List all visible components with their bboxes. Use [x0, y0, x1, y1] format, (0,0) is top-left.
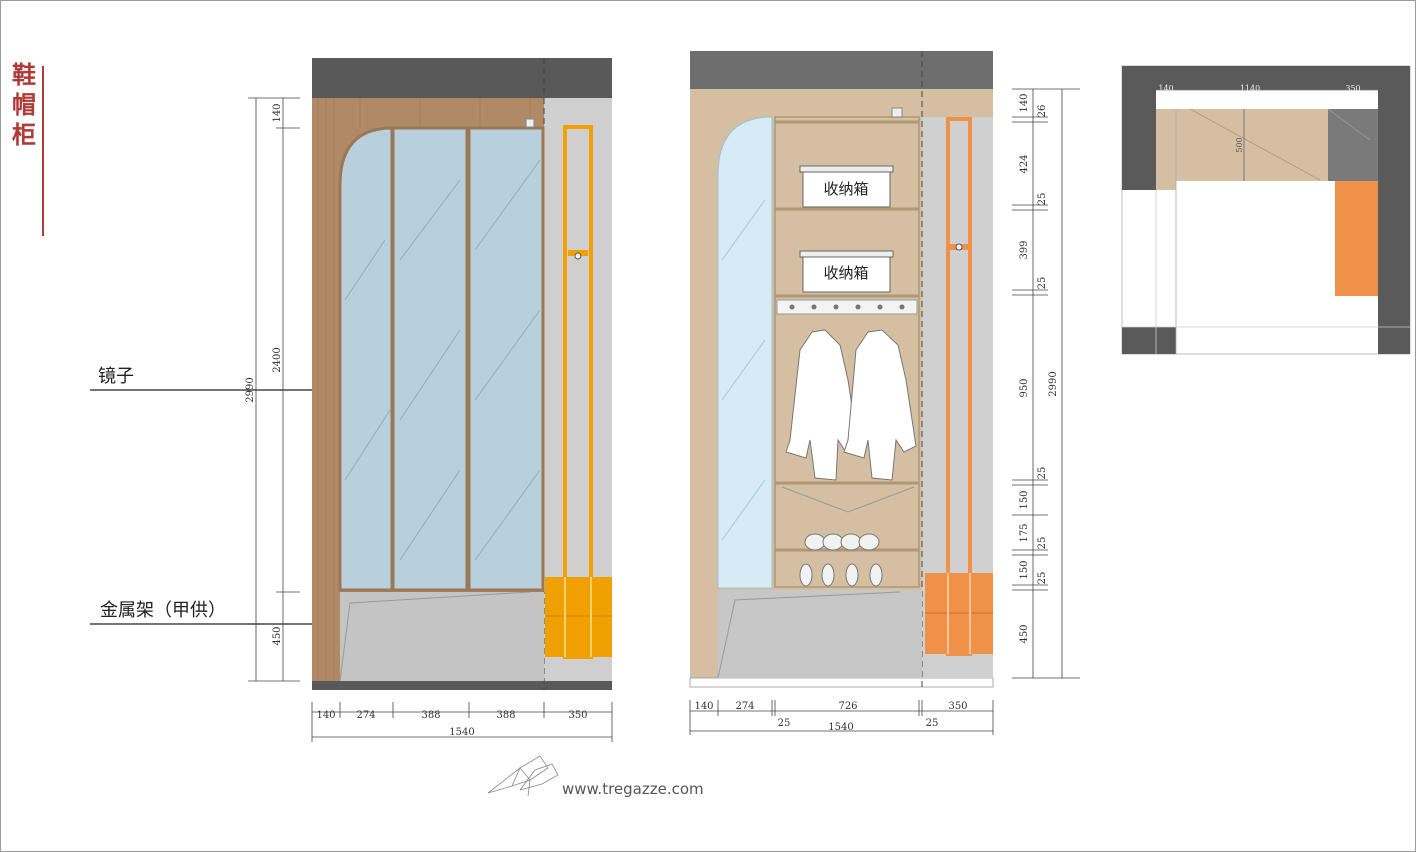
front-dim-350: 350	[568, 710, 587, 721]
section-dim-r-175: 175	[1019, 523, 1030, 542]
front-dim-388-b: 388	[496, 710, 515, 721]
section-dim-r-450: 450	[1019, 624, 1030, 643]
front-dim-140: 140	[316, 710, 335, 721]
front-dim-left-2400: 2400	[272, 347, 283, 372]
section-dim-140: 140	[694, 701, 713, 712]
front-dim-left-140: 140	[272, 103, 283, 122]
storage-box-label-2: 收纳箱	[823, 264, 868, 282]
front-elevation	[312, 58, 612, 690]
drawing-title: 鞋帽柜	[12, 60, 36, 149]
plan-dim-350: 350	[1345, 84, 1360, 93]
section-label-boxes: 收纳箱 收纳箱	[823, 180, 868, 282]
plan-dim-1140: 1140	[1240, 84, 1260, 93]
section-dim-r-950: 950	[1019, 378, 1030, 397]
watermark-url: www.tregazze.com	[562, 780, 704, 798]
section-dim-274: 274	[735, 701, 754, 712]
section-dim-r-424: 424	[1019, 154, 1030, 173]
section-dim-25-a: 25	[778, 718, 791, 729]
mirror-callout: 镜子	[98, 366, 134, 387]
section-dim-r-25-d: 25	[1037, 537, 1048, 550]
section-dim-350: 350	[948, 701, 967, 712]
front-dim-total: 1540	[449, 727, 474, 738]
front-dim-left-total: 2990	[245, 377, 256, 402]
section-dim-25-b: 25	[926, 718, 939, 729]
plan-view	[1121, 65, 1411, 355]
front-dim-274: 274	[356, 710, 375, 721]
section-dim-total: 1540	[828, 722, 853, 733]
section-dim-r-399: 399	[1019, 240, 1030, 259]
plan-dim-500: 500	[1235, 137, 1244, 152]
section-dim-r-total: 2990	[1048, 371, 1059, 396]
section-dim-r-25-b: 25	[1037, 277, 1048, 290]
front-dimensions	[248, 97, 613, 742]
bird-logo-icon	[487, 755, 559, 797]
section-dim-r-150-a: 150	[1019, 490, 1030, 509]
plan-dim-140: 140	[1158, 84, 1173, 93]
title-accent-bar	[42, 66, 44, 236]
section-dim-r-25-c: 25	[1037, 467, 1048, 480]
section-dim-r-140: 140	[1019, 93, 1030, 112]
storage-box-label-1: 收纳箱	[823, 180, 868, 198]
section-dim-r-25-e: 25	[1037, 572, 1048, 585]
shelf-callout: 金属架（甲供）	[100, 600, 226, 621]
front-dim-388-a: 388	[421, 710, 440, 721]
front-dim-left-450: 450	[272, 626, 283, 645]
section-dim-r-150-b: 150	[1019, 560, 1030, 579]
section-dim-r-26: 26	[1037, 105, 1048, 118]
section-dim-r-25-a: 25	[1037, 193, 1048, 206]
section-dimensions	[689, 88, 1080, 735]
section-dim-726: 726	[838, 701, 857, 712]
section-elevation	[689, 51, 994, 688]
